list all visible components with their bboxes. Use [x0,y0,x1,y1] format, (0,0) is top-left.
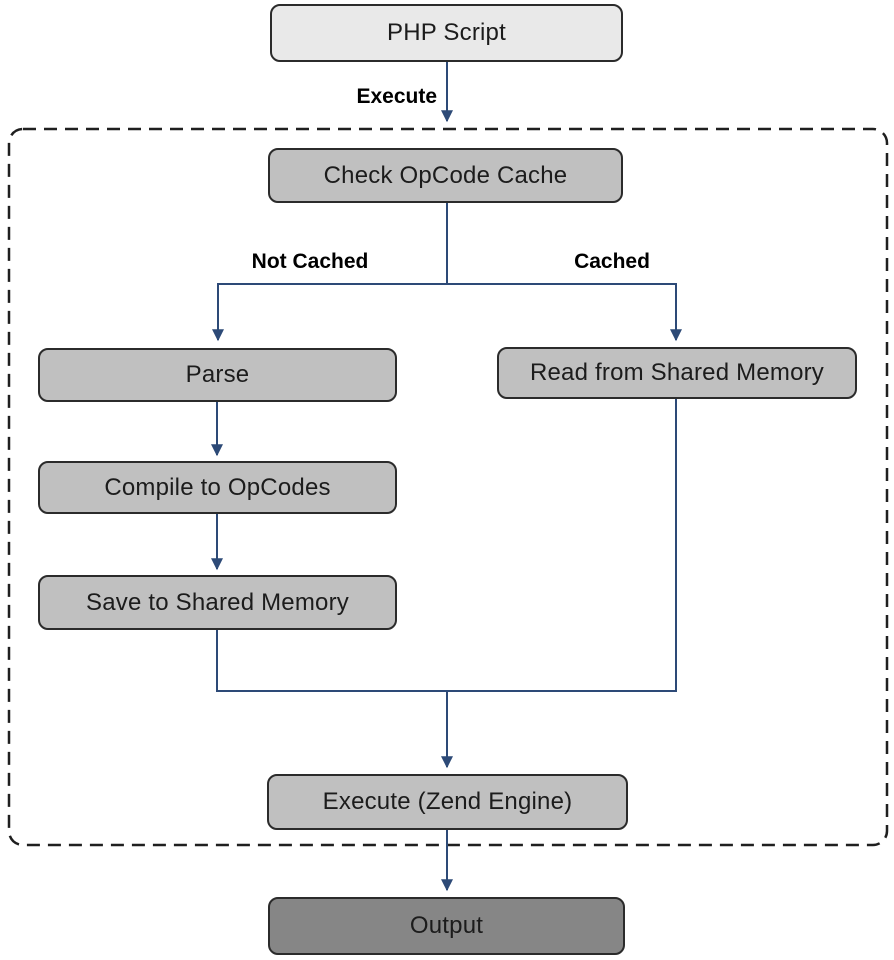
node-php-script: PHP Script [270,4,623,62]
node-save-to-shared-memory: Save to Shared Memory [38,575,397,630]
node-execute-zend-engine: Execute (Zend Engine) [267,774,628,830]
edge-label-execute: Execute [356,85,437,108]
node-output: Output [268,897,625,955]
node-parse: Parse [38,348,397,402]
edge-label-cached: Cached [574,250,650,273]
edge-merge-path [216,398,677,692]
node-check-opcode-cache: Check OpCode Cache [268,148,623,203]
edge-label-not-cached: Not Cached [251,250,369,273]
node-compile-to-opcodes: Compile to OpCodes [38,461,397,514]
node-read-from-shared-memory: Read from Shared Memory [497,347,857,399]
